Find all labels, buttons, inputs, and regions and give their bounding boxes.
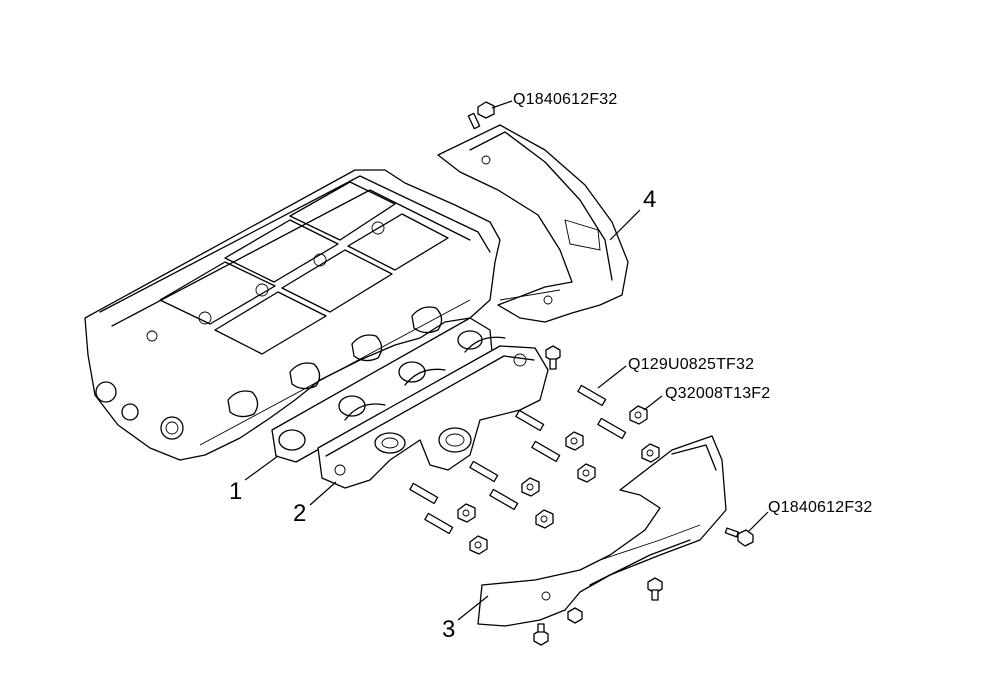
bolt-lower-2 xyxy=(567,607,583,624)
part-code-stud: Q129U0825TF32 xyxy=(628,356,755,373)
nut xyxy=(565,431,584,451)
stud xyxy=(409,482,439,505)
nut xyxy=(469,535,488,555)
lower-heat-shield xyxy=(477,435,727,627)
part-code-bolt-top: Q1840612F32 xyxy=(513,91,618,108)
leader-lines xyxy=(244,100,769,621)
nut xyxy=(641,443,660,463)
part-code-bolt-right: Q1840612F32 xyxy=(768,499,873,516)
leader-nut xyxy=(643,395,663,411)
callout-gasket: 1 xyxy=(229,478,243,505)
nut xyxy=(629,405,648,425)
leader-lower-shield xyxy=(457,595,489,621)
nut xyxy=(535,509,554,529)
upper-heat-shield xyxy=(437,124,629,323)
stud xyxy=(597,417,627,440)
callout-upper-heat-shield: 4 xyxy=(643,186,657,213)
nuts xyxy=(457,405,660,555)
leader-gasket xyxy=(244,455,279,481)
stud xyxy=(531,440,561,463)
stud xyxy=(424,512,454,535)
stud xyxy=(489,488,519,511)
leader-manifold xyxy=(309,481,337,506)
exhaust-manifold xyxy=(317,336,549,489)
bolt-lower-1 xyxy=(647,577,663,601)
cylinder-head xyxy=(84,169,501,461)
bolt-lower-3 xyxy=(533,623,549,646)
nut xyxy=(457,503,476,523)
bolt-manifold xyxy=(545,345,561,370)
leader-bolt-top xyxy=(491,100,513,109)
leader-bolt-right xyxy=(747,511,769,533)
bolts xyxy=(467,101,754,646)
callout-lower-heat-shield: 3 xyxy=(442,616,456,643)
stud xyxy=(469,460,499,483)
stud xyxy=(577,384,607,407)
leader-upper-shield xyxy=(609,209,641,241)
nut xyxy=(577,463,596,483)
part-code-nut: Q32008T13F2 xyxy=(665,385,771,402)
leader-stud xyxy=(597,365,627,389)
callout-manifold: 2 xyxy=(293,500,307,527)
bolt-top xyxy=(467,101,495,130)
stud xyxy=(515,409,545,432)
studs xyxy=(409,384,627,535)
nut xyxy=(521,477,540,497)
bolt-right xyxy=(724,527,754,547)
